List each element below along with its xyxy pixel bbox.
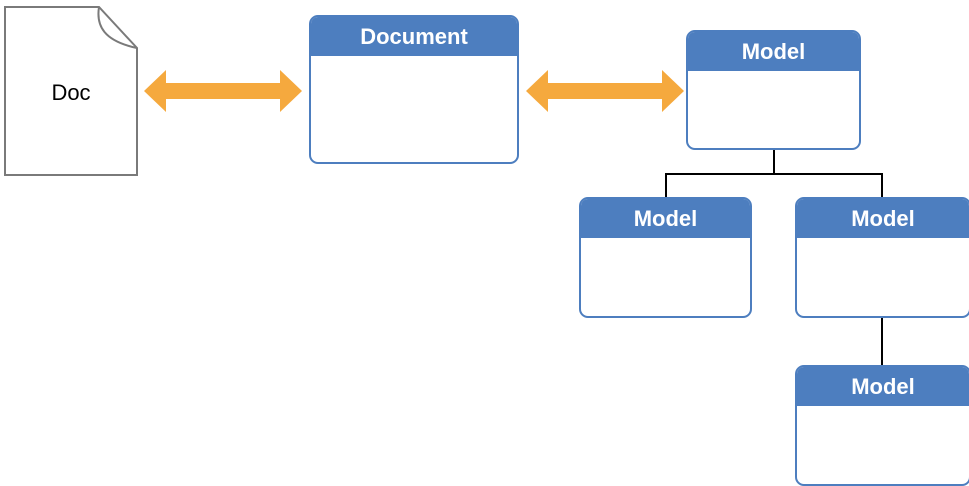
model-box-right: Model [795,197,969,318]
doc-file-label: Doc [51,80,91,105]
bidirectional-arrow-document-model [526,70,684,112]
model-box-title: Model [797,367,969,406]
model-box-left: Model [579,197,752,318]
bidirectional-arrow-doc-document [144,70,302,112]
model-box-title: Model [581,199,750,238]
document-box-title: Document [311,17,517,56]
model-box-root: Model [686,30,861,150]
document-file-icon [4,6,138,176]
model-box-title: Model [797,199,969,238]
document-box: Document [309,15,519,164]
model-box-title: Model [688,32,859,71]
model-box-bottom: Model [795,365,969,486]
